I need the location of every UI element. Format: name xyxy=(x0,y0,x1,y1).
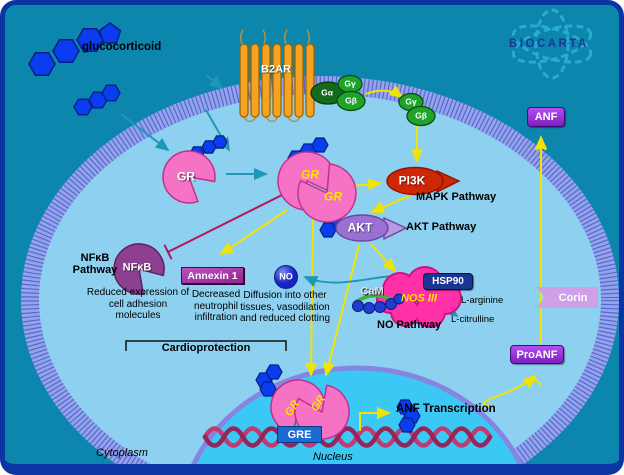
cam-label: CaM xyxy=(360,285,384,298)
b2ar-label: B2AR xyxy=(261,63,291,76)
gr-monomer[interactable] xyxy=(162,150,216,204)
no-label: NO xyxy=(279,271,293,282)
cam-complex[interactable] xyxy=(352,293,405,314)
l-citrulline-label: L-citrulline xyxy=(451,314,495,325)
hsp90-box[interactable]: HSP90 xyxy=(423,273,473,290)
dna-helix xyxy=(202,426,493,448)
activation-arrows xyxy=(219,85,547,431)
cardioprotection-bracket xyxy=(125,340,287,351)
pi3k-label: PI3K xyxy=(398,173,426,188)
g-proteins[interactable] xyxy=(310,74,436,127)
nfkb-protein[interactable] xyxy=(113,243,165,295)
nucleus-label: Nucleus xyxy=(313,451,353,463)
no-molecule[interactable] xyxy=(274,265,298,289)
gr-dimer-label-1: GR xyxy=(301,167,319,182)
g-beta2-label: Gβ xyxy=(415,110,427,121)
nfkb-pathway-label: NFκB Pathway xyxy=(72,252,118,276)
l-arginine-label: L-arginine xyxy=(461,295,504,306)
g-alpha-label: Gα xyxy=(321,87,333,98)
g-beta-label: Gβ xyxy=(345,95,357,106)
akt-pathway-label: AKT Pathway xyxy=(406,221,477,233)
inhibition-line xyxy=(163,193,285,260)
cardioprotection-label: Cardioprotection xyxy=(161,342,251,354)
corin-banner[interactable]: Corin xyxy=(536,287,598,308)
anf-transcription-label: ANF Transcription xyxy=(396,403,496,415)
gre-box[interactable]: GRE xyxy=(277,426,322,443)
anf-box[interactable]: ANF xyxy=(527,107,565,127)
no-effect-text: Diffusion into other tissues, vasodilati… xyxy=(239,290,331,324)
nfkb-label: NFκB xyxy=(122,261,152,274)
ligand-on-nuclear-dimer xyxy=(255,364,421,433)
nos3-label: NOS III xyxy=(400,292,438,305)
annexin-effect-text: Decreased neutrophil infiltration xyxy=(191,289,241,323)
proanf-box[interactable]: ProANF xyxy=(510,345,564,364)
nfkb-effect-text: Reduced expression of cell adhesion mole… xyxy=(86,287,190,321)
b2ar-receptor-shape[interactable] xyxy=(239,29,315,123)
gr-dimer-label-2: GR xyxy=(324,189,342,204)
gr-dimer[interactable] xyxy=(277,151,357,223)
g-gamma2-label: Gγ xyxy=(405,96,417,107)
pi3k-protein[interactable] xyxy=(386,166,461,196)
gr-monomer-label: GR xyxy=(177,169,195,184)
biocarta-globe xyxy=(511,8,593,80)
cytoplasm-label: Cytoplasm xyxy=(96,447,148,459)
glucocorticoid-molecule[interactable] xyxy=(28,22,122,77)
biocarta-logo[interactable]: BIOCARTA xyxy=(509,38,589,50)
nuclear-gr-dimer[interactable] xyxy=(270,379,350,440)
mapk-pathway-label: MAPK Pathway xyxy=(416,191,497,203)
no-pathway-label: NO Pathway xyxy=(377,319,442,331)
g-gamma-label: Gγ xyxy=(344,78,356,89)
annexin1-box[interactable]: Annexin 1 xyxy=(181,267,244,284)
akt-protein[interactable] xyxy=(335,214,408,242)
akt-label: AKT xyxy=(347,220,373,235)
glucocorticoid-small xyxy=(73,84,121,116)
glucocorticoid-label: glucocorticoid xyxy=(82,41,162,53)
